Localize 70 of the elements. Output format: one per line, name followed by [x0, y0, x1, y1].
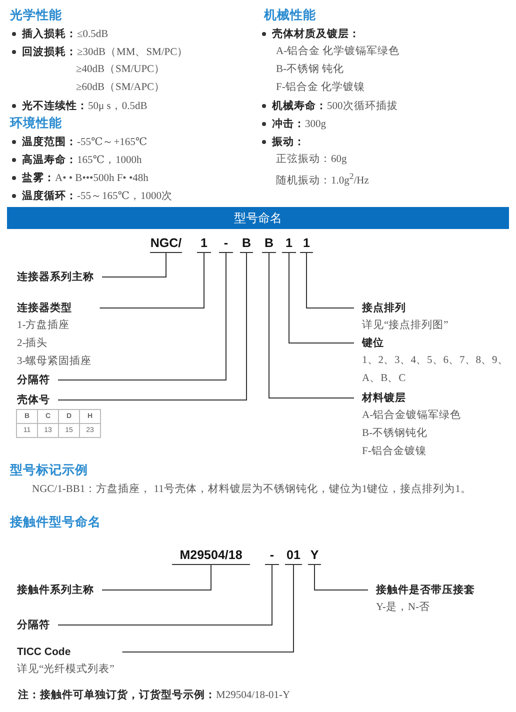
option-text: 详见“光纤模式列表” [17, 662, 114, 677]
code-segment: B [240, 233, 253, 253]
spec-text: 插入损耗：≤0.5dB [22, 27, 108, 42]
section-heading: 机械性能 [264, 7, 316, 24]
code-segment: 1 [300, 233, 313, 253]
option-text: A-铝合金镀镉军绿色 [362, 408, 462, 423]
part-label: 连接器类型 [17, 301, 73, 316]
part-label: 接触件是否带压接套 [376, 583, 475, 598]
part-label: 键位 [362, 336, 385, 351]
code-segment: Y [308, 539, 321, 565]
code-segment: 1 [197, 233, 211, 253]
code-segment: - [265, 539, 279, 565]
spec-text: ≥40dB（SM/UPC） [76, 63, 166, 77]
leader-line [58, 252, 226, 380]
part-label: TICC Code [17, 645, 72, 660]
part-label: 壳体号 [17, 393, 50, 408]
leader-line [58, 252, 247, 400]
spec-text: 回波损耗：≥30dB（MM、SM/PC） [22, 45, 188, 60]
spec-text: 高温寿命：165℃，1000h [22, 152, 142, 168]
leader-line [102, 564, 212, 590]
code-segment: 01 [285, 539, 302, 565]
section-heading: 环境性能 [10, 115, 62, 132]
part-label: 接触件系列主称 [17, 582, 94, 598]
code-segment: NGC/ [150, 233, 182, 253]
leader-line [58, 564, 272, 626]
leader-line [268, 252, 354, 398]
section-heading: 光学性能 [10, 7, 62, 24]
leader-line [306, 252, 354, 308]
spec-text: 盐雾：A• • B•••500h F• •48h [22, 171, 148, 186]
spec-text: 温度循环：-55～165℃，1000次 [22, 188, 172, 204]
spec-text: ≥60dB（SM/APC） [76, 81, 166, 95]
code-segment: B [262, 233, 276, 253]
leader-line [288, 252, 354, 344]
option-text: A、B、C [362, 372, 407, 386]
option-text: 1-方盘插座 [17, 318, 71, 333]
spec-text: F-铝合金 化学镀镍 [276, 80, 365, 95]
spec-text: 机械寿命：500次循环插拔 [272, 99, 398, 114]
option-text: B-不锈钢钝化 [362, 426, 428, 441]
spec-text: 温度范围：-55℃～+165℃ [22, 134, 148, 150]
option-text: 2-插头 [17, 336, 49, 351]
option-text: Y-是，N-否 [376, 600, 431, 615]
spec-text: 冲击：300g [272, 117, 326, 132]
code-segment: - [219, 233, 233, 253]
option-text: F-铝合金镀镍 [362, 444, 428, 459]
leader-line [122, 564, 294, 652]
spec-text: 振动： [272, 135, 305, 150]
spec-text: 壳体材质及镀层： [272, 27, 360, 42]
title-band: 型号命名 [7, 207, 509, 229]
part-label: 分隔符 [17, 373, 50, 388]
example-text: NGC/1-BB1：方盘插座， 11号壳体，材料镀层为不锈钢钝化，键位为1键位，接点排列为1。 [32, 482, 472, 497]
option-text: 详见“接点排列图” [362, 318, 448, 333]
part-label: 材料镀层 [362, 391, 407, 406]
leader-line [99, 252, 204, 308]
spec-text: 正弦振动：60g [276, 152, 347, 167]
section-heading: 接触件型号命名 [10, 514, 101, 531]
option-text: 1、2、3、4、5、6、7、8、9、 [362, 354, 508, 368]
spec-text: A-铝合金 化学镀镉军绿色 [276, 44, 400, 59]
option-text: 3-螺母紧固插座 [17, 354, 92, 369]
part-label: 连接器系列主称 [17, 270, 94, 285]
leader-line [314, 564, 368, 590]
leader-line [102, 252, 166, 278]
spec-text: B-不锈钢 钝化 [276, 62, 344, 77]
note-text: 注：接触件可单独订货，订货型号示例：M29504/18-01-Y [18, 688, 290, 703]
section-heading: 型号标记示例 [10, 462, 88, 479]
spec-text: 随机振动：1.0g$^{2}$/Hz [276, 170, 369, 188]
code-segment: 1 [282, 233, 296, 253]
part-label: 分隔符 [17, 618, 50, 633]
part-label: 接点排列 [362, 301, 407, 316]
code-segment: M29504/18 [172, 539, 250, 565]
spec-text: 光不连续性：50μ s，0.5dB [22, 99, 148, 114]
